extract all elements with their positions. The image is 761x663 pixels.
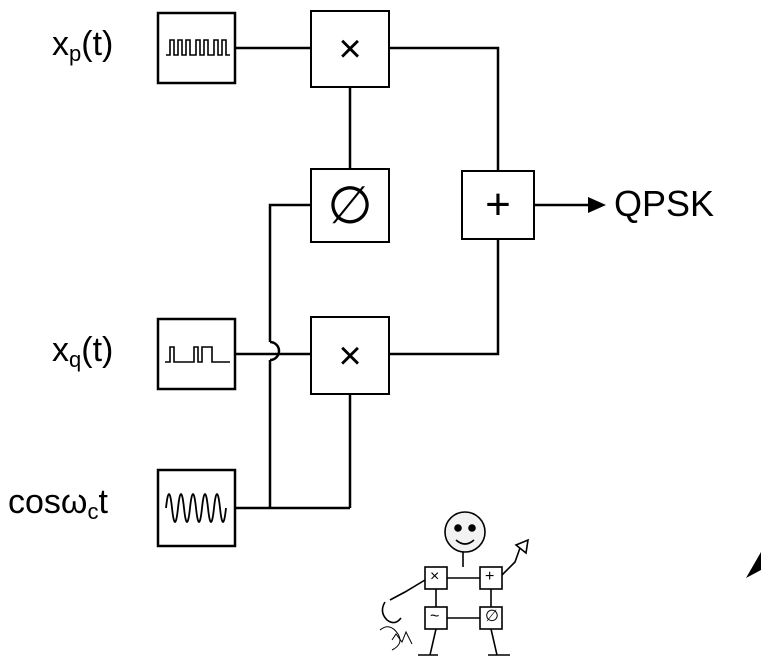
xq-waveform-box — [156, 317, 237, 391]
xp-label: xp(t) — [52, 27, 113, 65]
wire-top-mult-to-adder — [390, 46, 500, 170]
multiply-icon: × — [338, 27, 362, 71]
xq-pulse-train-icon — [165, 346, 230, 363]
mascot-symbol-phase: ∅ — [485, 608, 499, 625]
plus-icon: + — [485, 180, 511, 229]
mascot-illustration — [379, 511, 530, 656]
xp-label-suffix: (t) — [81, 25, 114, 63]
wire-bottom-mult-to-adder — [390, 240, 500, 356]
sine-wave-icon — [165, 493, 227, 523]
multiplier-bottom-block: × — [310, 316, 390, 395]
mascot-symbol-multiply: × — [430, 568, 440, 585]
mascot-symbol-plus: + — [485, 568, 495, 585]
xq-label-base: x — [52, 331, 69, 369]
carrier-label-sub: c — [87, 499, 99, 524]
partial-arrow-icon — [746, 552, 761, 578]
xp-pulse-train-icon — [166, 39, 230, 56]
carrier-label-base: cosω — [8, 483, 88, 521]
multiply-icon: × — [338, 333, 362, 378]
xq-label-suffix: (t) — [81, 331, 114, 369]
wire-phase-to-carrier-bus — [268, 203, 310, 342]
phase-shift-icon: ∅ — [327, 176, 373, 235]
xp-label-sub: p — [69, 41, 82, 66]
phase-shifter-block: ∅ — [310, 168, 390, 243]
wire-crossover-hop — [269, 340, 281, 362]
output-label: QPSK — [614, 183, 715, 224]
output-arrowhead — [588, 197, 606, 213]
xp-label-base: x — [52, 25, 69, 63]
multiplier-top-block: × — [310, 10, 390, 88]
xq-label: xq(t) — [52, 333, 113, 371]
carrier-label-suffix: t — [98, 483, 108, 521]
carrier-label: cosωct — [8, 485, 108, 523]
xq-label-sub: q — [69, 347, 82, 372]
adder-block: + — [461, 170, 535, 240]
mascot-symbol-tilde: ~ — [430, 608, 440, 625]
